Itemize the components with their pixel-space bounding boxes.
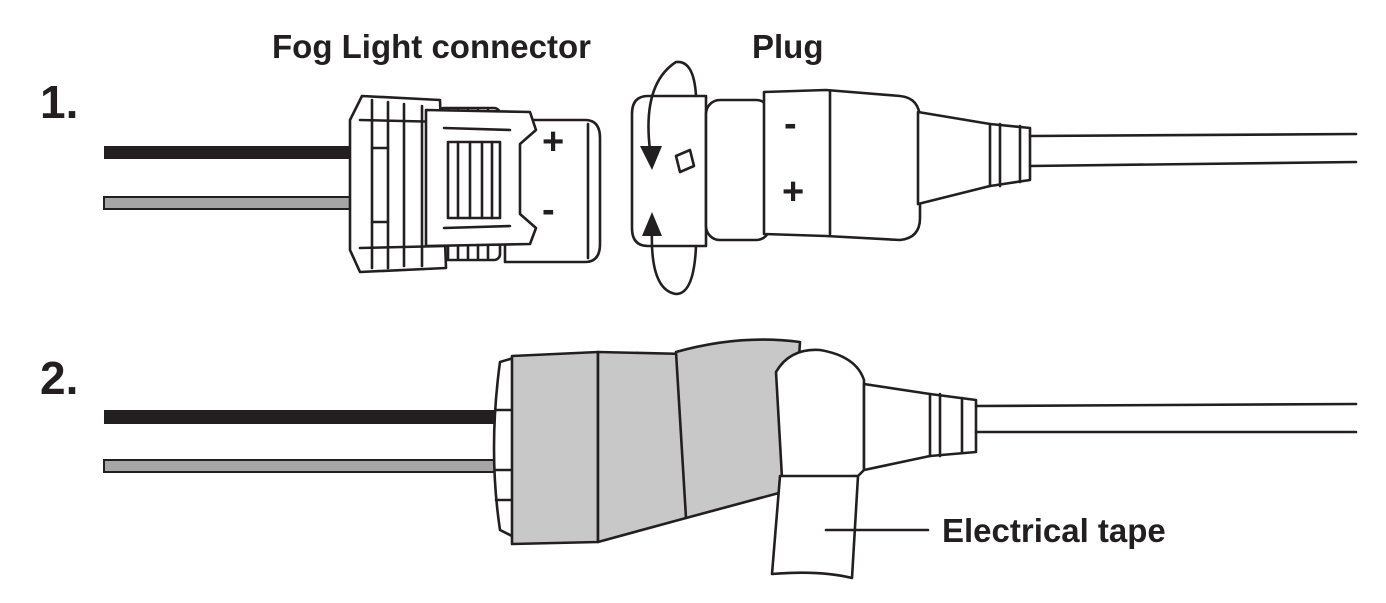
step2-gray-wire	[103, 459, 499, 473]
fog-light-connector: + -	[348, 94, 602, 274]
taped-assembly	[492, 338, 1358, 580]
step1-black-wire	[104, 146, 356, 159]
step2-black-wire	[104, 410, 500, 424]
plug: - +	[630, 60, 1358, 296]
plug-minus-sign: -	[784, 103, 797, 145]
plug-label: Plug	[752, 28, 824, 65]
tape-wrap-2	[596, 350, 688, 544]
rotate-arrow-bottom	[650, 228, 698, 296]
plug-plus-sign: +	[782, 171, 804, 213]
tape-tail	[770, 474, 860, 580]
step-1-number: 1.	[40, 76, 78, 128]
connector-plus-sign: +	[542, 121, 564, 163]
connector-minus-sign: -	[542, 189, 555, 231]
fog-light-connector-label: Fog Light connector	[272, 28, 591, 65]
step-2-number: 2.	[40, 352, 78, 404]
tape-wrap-1	[510, 350, 600, 546]
rotate-arrow-top	[647, 60, 698, 152]
step1-gray-wire	[103, 196, 355, 210]
electrical-tape-label: Electrical tape	[942, 512, 1166, 549]
